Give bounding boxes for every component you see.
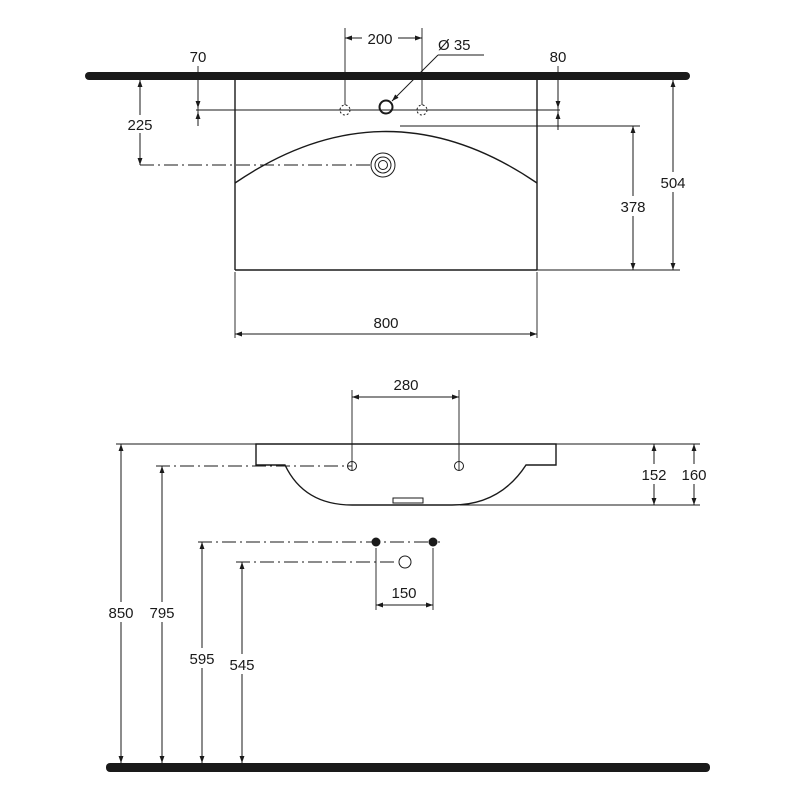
dim-label-water-supply-height: 595 (189, 651, 214, 668)
drain-icon (370, 152, 396, 178)
top-wall (85, 72, 690, 80)
dim-label-supply-spacing: 150 (391, 585, 416, 602)
side-view: 280 152 160 850 795 (103, 377, 712, 772)
dim-bracket-height: 795 (144, 465, 352, 763)
waste-outlet-icon (398, 555, 412, 569)
dim-label-left-offset: 70 (190, 49, 207, 66)
dim-bowl-depth: 378 (400, 125, 680, 271)
dim-total-height: 850 (103, 443, 256, 763)
dim-label-inner-height: 152 (641, 467, 666, 484)
dim-label-outer-height: 160 (681, 467, 706, 484)
center-tap-hole-icon (378, 99, 394, 115)
dim-label-bracket-height: 795 (149, 605, 174, 622)
dim-label-bracket-spacing: 280 (393, 377, 418, 394)
dim-label-waste-height: 545 (229, 657, 254, 674)
basin-profile-side (255, 443, 557, 506)
basin-outline-top (234, 80, 538, 271)
dim-label-drain-from-wall: 225 (127, 117, 152, 134)
dim-right-hole-offset: 80 (550, 49, 567, 130)
top-view: 200 Ø 35 70 80 225 (85, 28, 694, 338)
dim-label-total-height: 850 (108, 605, 133, 622)
dim-label-total-depth: 504 (660, 175, 685, 192)
dim-drain-from-wall: 225 (118, 80, 372, 166)
dim-tap-hole-diameter: Ø 35 (391, 37, 484, 102)
dim-water-supply-height: 595 (184, 541, 440, 763)
dim-label-bowl-depth: 378 (620, 199, 645, 216)
dim-label-width: 800 (373, 315, 398, 332)
dim-label-tap-spacing: 200 (367, 31, 392, 48)
dim-width: 800 (234, 272, 538, 338)
dim-supply-spacing: 150 (375, 548, 434, 610)
dim-inner-height: 152 (460, 443, 700, 506)
floor (106, 763, 710, 772)
dim-waste-height: 545 (224, 561, 398, 763)
dim-bracket-spacing: 280 (351, 377, 460, 470)
dim-tap-spacing: 200 (344, 28, 423, 105)
dim-outer-height: 160 (676, 444, 712, 505)
dim-total-depth: 504 (652, 80, 694, 270)
dim-label-right-offset: 80 (550, 49, 567, 66)
dim-left-hole-offset: 70 (190, 49, 207, 126)
dim-label-diameter: Ø 35 (438, 37, 471, 54)
